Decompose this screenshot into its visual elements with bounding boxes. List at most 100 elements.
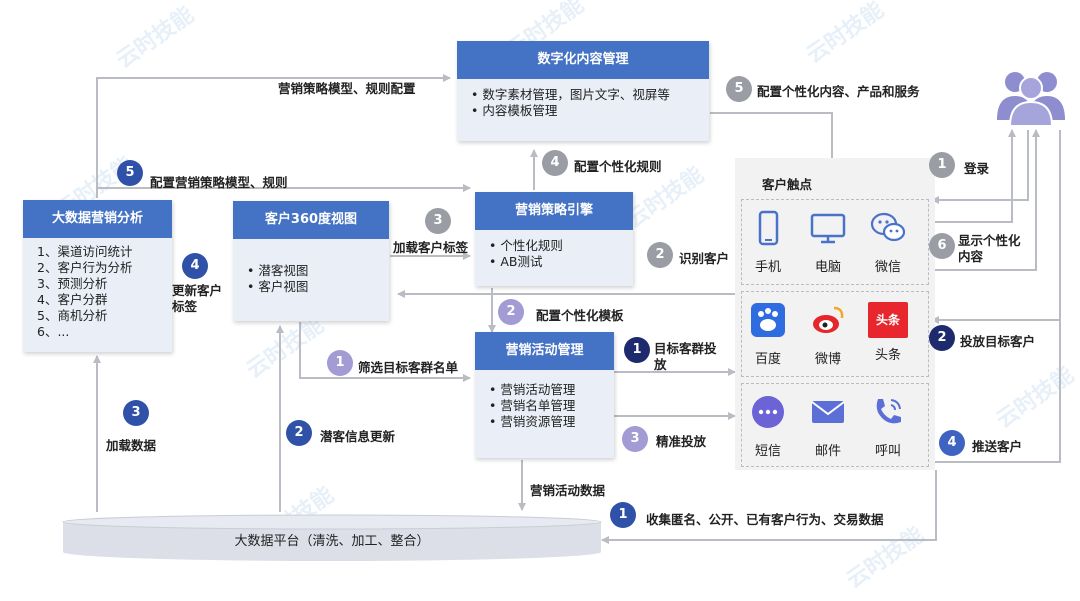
touchpoint-baidu: 百度 <box>737 302 799 367</box>
digital-content-box: 数字化内容管理 • 数字素材管理，图片文字、视屏等 • 内容模板管理 <box>457 41 709 141</box>
label-configure-strategy-model: 配置营销策略模型、规则 <box>150 175 288 190</box>
list-item: • 内容模板管理 <box>471 103 558 118</box>
step-badge: 3 <box>622 426 648 452</box>
label-campaign-data: 营销活动数据 <box>530 483 606 498</box>
touchpoint-label: 微信 <box>874 260 901 275</box>
step-badge: 1 <box>929 152 955 178</box>
label-strategy-model-config: 营销策略模型、规则配置 <box>278 81 416 96</box>
touchpoint-group-direct <box>741 383 929 467</box>
weibo-icon <box>813 306 844 333</box>
label-precise-delivery: 精准投放 <box>656 434 707 449</box>
list-item: • 个性化规则 <box>489 238 563 253</box>
list-item: • 营销活动管理 <box>489 382 576 397</box>
arrow-touch-to-platform <box>601 470 937 544</box>
step-badge: 2 <box>498 299 524 325</box>
step-badge: 6 <box>929 233 955 259</box>
box-body: 1、渠道访问统计 2、客户行为分析 3、预测分析 4、客户分群 5、商机分析 6… <box>23 238 172 340</box>
touchpoint-label: 百度 <box>754 352 781 367</box>
touchpoint-toutiao: 头条 头条 <box>857 302 919 363</box>
toutiao-icon: 头条 <box>868 302 908 338</box>
touchpoint-label: 呼叫 <box>874 444 901 459</box>
strategy-engine-box: 营销策略引擎 • 个性化规则 • AB测试 <box>475 192 633 286</box>
label-show-personalized-2: 内容 <box>958 249 984 264</box>
phone-call-icon <box>876 399 901 424</box>
list-item: • 客户视图 <box>247 279 309 294</box>
touchpoint-label: 电脑 <box>814 260 841 275</box>
label-identify-customer: 识别客户 <box>679 251 730 266</box>
label-potential-update: 潜客信息更新 <box>320 429 396 444</box>
list-item: 5、商机分析 <box>37 308 108 323</box>
touchpoint-group-devices <box>741 199 929 285</box>
label-update-tags-2: 标签 <box>172 299 198 314</box>
step-badge: 4 <box>182 253 208 279</box>
label-configure-template: 配置个性化模板 <box>536 308 624 323</box>
arrow-analysis-to-content <box>96 74 451 198</box>
arrow-push-to-users <box>928 320 1061 463</box>
label-show-personalized: 显示个性化 <box>958 233 1021 248</box>
touchpoint-email: 邮件 <box>797 394 859 459</box>
step-badge: 2 <box>286 420 312 446</box>
wechat-icon <box>870 212 906 242</box>
list-item: 6、... <box>37 324 70 339</box>
step-badge: 4 <box>939 430 965 456</box>
sms-icon <box>752 396 784 428</box>
label-target-delivery: 目标客群投 <box>654 341 717 356</box>
list-item: 3、预测分析 <box>37 276 108 291</box>
arrow-360-to-campaign <box>299 322 471 382</box>
mobile-phone-icon <box>758 210 779 246</box>
list-item: • AB测试 <box>489 254 543 269</box>
list-item: 2、客户行为分析 <box>37 260 133 275</box>
list-item: • 数字素材管理，图片文字、视屏等 <box>471 87 670 102</box>
box-title: 数字化内容管理 <box>457 41 709 79</box>
step-badge: 1 <box>624 337 650 363</box>
computer-monitor-icon <box>810 213 846 244</box>
touchpoint-label: 手机 <box>754 260 781 275</box>
box-title: 营销活动管理 <box>475 332 614 370</box>
arrow-touch-to-users-show <box>928 129 1040 271</box>
label-update-tags: 更新客户 <box>172 283 223 298</box>
box-body: • 个性化规则 • AB测试 <box>475 230 633 270</box>
step-badge: 5 <box>117 160 143 186</box>
touchpoint-label: 头条 <box>874 348 901 363</box>
touchpoint-label: 邮件 <box>814 444 841 459</box>
label-deliver-target: 投放目标客户 <box>960 334 1036 349</box>
box-body: • 潜客视图 • 客户视图 <box>233 239 389 295</box>
cylinder-shape <box>62 514 602 561</box>
email-icon <box>811 401 845 423</box>
label-target-delivery-2: 放 <box>654 357 667 372</box>
box-body: • 数字素材管理，图片文字、视屏等 • 内容模板管理 <box>457 79 709 119</box>
bigdata-platform: 大数据平台（清洗、加工、整合） <box>62 514 602 562</box>
list-item: • 潜客视图 <box>247 263 309 278</box>
step-badge: 4 <box>542 150 568 176</box>
label-login: 登录 <box>964 161 990 176</box>
step-badge: 2 <box>647 242 673 268</box>
step-badge: 5 <box>726 76 752 102</box>
campaign-mgmt-box: 营销活动管理 • 营销活动管理 • 营销名单管理 • 营销资源管理 <box>475 332 614 458</box>
platform-title: 大数据平台（清洗、加工、整合） <box>234 534 430 549</box>
label-configure-rules: 配置个性化规则 <box>574 159 662 174</box>
box-title: 大数据营销分析 <box>23 200 172 238</box>
label-filter-target: 筛选目标客群名单 <box>358 360 459 375</box>
touchpoint-label: 短信 <box>754 444 781 459</box>
customer-360-box: 客户360度视图 • 潜客视图 • 客户视图 <box>233 201 389 321</box>
touchpoint-group-media <box>741 291 929 377</box>
label-load-data: 加载数据 <box>106 438 157 453</box>
touchpoint-call: 呼叫 <box>857 394 919 459</box>
touchpoint-computer: 电脑 <box>797 210 859 275</box>
arrow-touch-to-users-login <box>928 129 1016 223</box>
box-title: 客户360度视图 <box>233 201 389 239</box>
step-badge: 3 <box>123 400 149 426</box>
touchpoints-title: 客户触点 <box>762 177 813 192</box>
touchpoint-weibo: 微博 <box>797 302 859 367</box>
list-item: • 营销名单管理 <box>489 398 576 413</box>
arrow-users-down-1 <box>931 130 1029 204</box>
touchpoint-label: 微博 <box>814 352 841 367</box>
box-title: 营销策略引擎 <box>475 192 633 230</box>
label-configure-content: 配置个性化内容、产品和服务 <box>757 84 920 99</box>
baidu-icon <box>751 303 785 337</box>
box-body: • 营销活动管理 • 营销名单管理 • 营销资源管理 <box>475 370 614 430</box>
label-load-tags: 加载客户标签 <box>393 240 469 255</box>
step-badge: 1 <box>610 502 636 528</box>
